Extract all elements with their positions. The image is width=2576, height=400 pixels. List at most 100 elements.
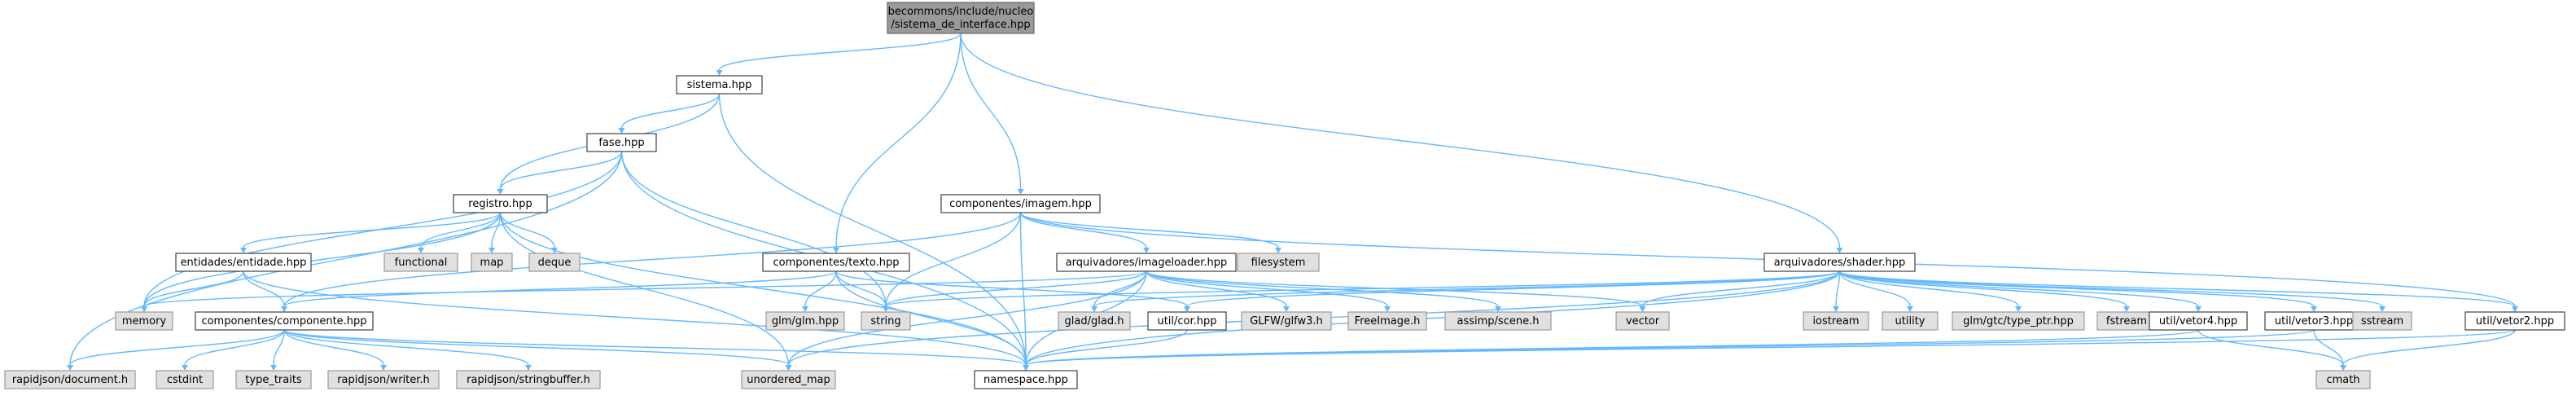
edge-entidade-to-componente xyxy=(243,270,285,307)
arrowhead-registro xyxy=(497,189,504,195)
arrowhead-filesystem xyxy=(1275,248,1281,253)
node-rapidjson-document: rapidjson/document.h xyxy=(4,370,136,389)
edge-vetor3-to-namespace xyxy=(1025,329,2315,366)
node-box xyxy=(1237,253,1320,272)
node-glfw: GLFW/glfw3.h xyxy=(1241,311,1332,331)
node-registro[interactable]: registro.hpp xyxy=(453,194,548,213)
node-utility: utility xyxy=(1882,311,1939,331)
edge-componente-to-namespace xyxy=(283,329,1027,366)
node-box xyxy=(1952,311,2085,331)
edge-shader-to-string xyxy=(885,270,1841,307)
dependency-edges xyxy=(67,33,2518,371)
edge-registro-to-namespace xyxy=(499,212,1027,366)
dependency-nodes: becommons/include/nucleo/sistema_de_inte… xyxy=(4,2,2565,389)
arrowhead-vetor2 xyxy=(2512,306,2518,312)
edge-componente-to-cstdint xyxy=(184,329,285,366)
arrowhead-freeimage xyxy=(1384,306,1391,312)
node-root[interactable]: becommons/include/nucleo/sistema_de_inte… xyxy=(887,2,1035,34)
node-label: cmath xyxy=(2326,374,2359,386)
edge-sistema-to-fase xyxy=(620,93,721,129)
node-box xyxy=(676,75,763,95)
node-glad: glad/glad.h xyxy=(1058,311,1131,331)
edge-root-to-shader xyxy=(960,33,1841,248)
node-label: deque xyxy=(538,257,572,269)
edge-imagem-to-string xyxy=(885,212,1022,307)
arrowhead-type_traits xyxy=(270,365,277,371)
arrowhead-vetor3 xyxy=(2311,306,2317,312)
node-label: sistema.hpp xyxy=(687,79,752,91)
node-box xyxy=(1444,311,1552,331)
node-label: FreeImage.h xyxy=(1355,315,1421,327)
node-imageloader[interactable]: arquivadores/imageloader.hpp xyxy=(1056,253,1237,272)
edge-imageloader-to-freeimage xyxy=(1146,270,1388,307)
arrowhead-unordered_map xyxy=(785,365,792,371)
arrowhead-texto xyxy=(833,248,839,253)
edge-fase-to-string xyxy=(620,151,887,307)
edge-entidade-to-memory xyxy=(143,270,244,307)
arrowhead-sistema xyxy=(716,70,723,76)
node-entidade[interactable]: entidades/entidade.hpp xyxy=(175,253,312,272)
arrowhead-entidade xyxy=(240,248,247,253)
edge-registro-to-deque xyxy=(499,212,555,248)
node-texto[interactable]: componentes/texto.hpp xyxy=(762,253,910,272)
node-vetor4[interactable]: util/vetor4.hpp xyxy=(2149,311,2248,331)
node-label: entidades/entidade.hpp xyxy=(181,257,307,269)
node-label: componentes/componente.hpp xyxy=(201,315,366,327)
node-box xyxy=(115,311,173,331)
node-label: glm/gtc/type_ptr.hpp xyxy=(1963,315,2074,327)
edge-shader-to-cor xyxy=(1186,270,1841,307)
node-label: util/vetor3.hpp xyxy=(2275,315,2353,327)
edge-vetor4-to-namespace xyxy=(1025,329,2199,366)
edge-componente-to-rapidjson_stringbuffer xyxy=(283,329,529,366)
edge-componente-to-type_traits xyxy=(273,329,285,366)
node-type-ptr: glm/gtc/type_ptr.hpp xyxy=(1952,311,2085,331)
node-cmath: cmath xyxy=(2315,370,2371,389)
node-fase[interactable]: fase.hpp xyxy=(586,133,657,152)
node-label: util/cor.hpp xyxy=(1157,315,1216,327)
arrowhead-namespace xyxy=(1023,365,1029,371)
node-memory: memory xyxy=(115,311,173,331)
node-label: map xyxy=(480,257,504,269)
node-sistema[interactable]: sistema.hpp xyxy=(676,75,763,95)
node-label: GLFW/glfw3.h xyxy=(1250,315,1323,327)
arrowhead-imagem xyxy=(1017,189,1024,195)
edge-entidade-to-namespace xyxy=(243,270,1027,366)
node-label: assimp/scene.h xyxy=(1457,315,1540,327)
arrowhead-functional xyxy=(418,248,424,253)
edge-registro-to-entidade xyxy=(243,212,502,248)
edge-texto-to-namespace xyxy=(835,270,1027,366)
node-box xyxy=(762,253,910,272)
node-imagem[interactable]: componentes/imagem.hpp xyxy=(940,194,1101,213)
node-type-traits: type_traits xyxy=(235,370,312,389)
node-rapidjson-writer: rapidjson/writer.h xyxy=(327,370,440,389)
node-box xyxy=(195,311,374,331)
arrowhead-shader xyxy=(1836,248,1843,253)
edge-imageloader-to-vector xyxy=(1146,270,1644,307)
edge-imagem-to-filesystem xyxy=(1019,212,1279,248)
node-label: glm/glm.hpp xyxy=(772,315,839,327)
edge-vetor2-to-namespace xyxy=(1025,329,2516,366)
arrowhead-fase xyxy=(618,128,625,134)
edge-shader-to-glad xyxy=(1093,270,1841,307)
node-label: arquivadores/imageloader.hpp xyxy=(1066,257,1228,269)
edge-shader-to-fstream xyxy=(1838,270,2127,307)
node-namespace[interactable]: namespace.hpp xyxy=(974,370,1078,389)
node-label-line1: becommons/include/nucleo xyxy=(888,6,1034,18)
node-componente[interactable]: componentes/componente.hpp xyxy=(195,311,374,331)
node-shader[interactable]: arquivadores/shader.hpp xyxy=(1763,253,1916,272)
node-box xyxy=(456,370,601,389)
node-cor[interactable]: util/cor.hpp xyxy=(1147,311,1227,331)
node-label: componentes/imagem.hpp xyxy=(949,198,1092,210)
arrowhead-cor xyxy=(1184,306,1190,312)
node-box xyxy=(471,253,513,272)
edge-vetor3-to-cmath xyxy=(2313,329,2344,366)
arrowhead-memory xyxy=(141,306,147,312)
node-vetor3[interactable]: util/vetor3.hpp xyxy=(2264,311,2364,331)
arrowhead-vetor4 xyxy=(2195,306,2201,312)
node-label: fstream xyxy=(2106,315,2147,327)
node-box xyxy=(1058,311,1131,331)
node-vector: vector xyxy=(1615,311,1670,331)
node-vetor2[interactable]: util/vetor2.hpp xyxy=(2464,311,2565,331)
edge-shader-to-vetor4 xyxy=(1838,270,2199,307)
arrowhead-vector xyxy=(1639,306,1646,312)
